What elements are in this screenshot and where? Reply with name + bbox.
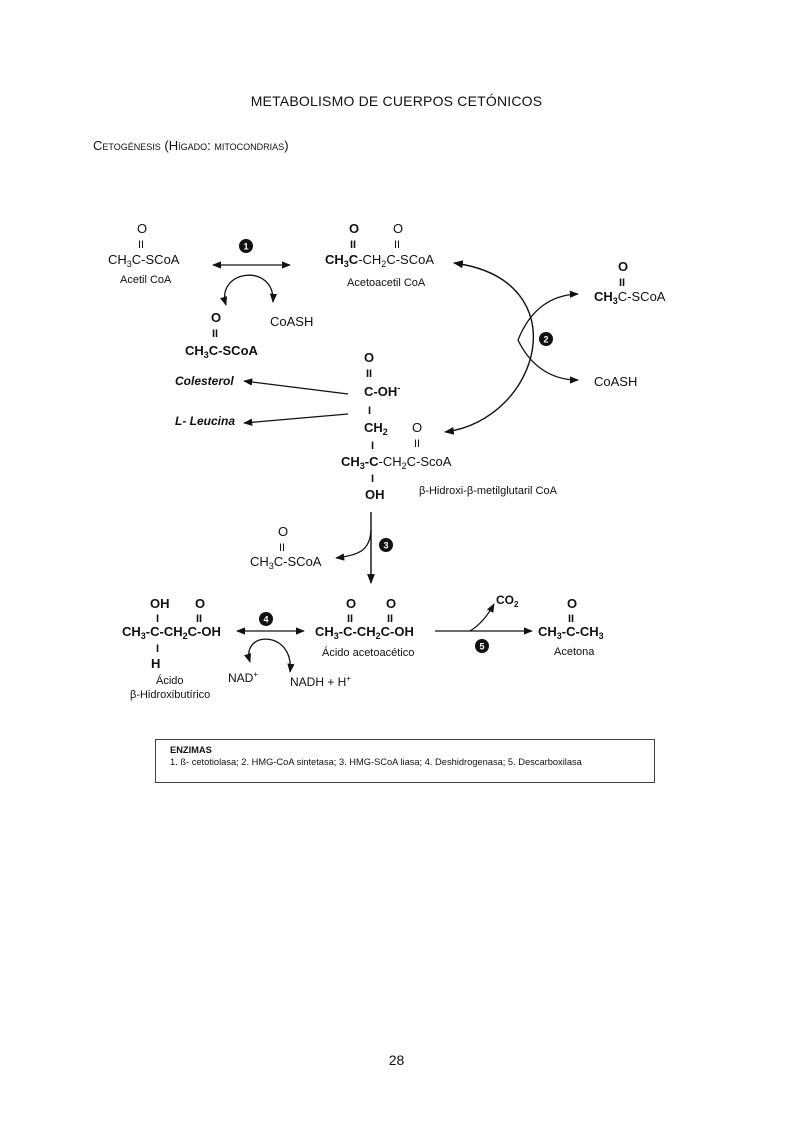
coash-label-step2: CoASH — [594, 374, 637, 389]
enzymes-legend-box: ENZIMAS 1. ß- cetotiolasa; 2. HMG-CoA si… — [155, 739, 655, 783]
svg-text:II: II — [414, 438, 420, 450]
colesterol-label: Colesterol — [175, 374, 234, 388]
acetyl-coa-step3-output: O II CH3C-SCoA — [250, 524, 322, 571]
acetoacetyl-coa-label: Acetoacetil CoA — [347, 277, 426, 289]
acetone-label: Acetona — [554, 646, 595, 658]
svg-text:1: 1 — [243, 242, 248, 252]
coash-label-step1: CoASH — [270, 314, 313, 329]
side-arrow-step3 — [335, 529, 372, 561]
big-curved-arrow-step2 — [444, 260, 535, 435]
svg-text:CH3C-SCoA: CH3C-SCoA — [250, 554, 322, 571]
step-5-badge: 5 — [475, 639, 489, 653]
svg-text:O: O — [349, 221, 359, 236]
svg-text:CH2: CH2 — [364, 420, 388, 437]
svg-text:O: O — [346, 596, 356, 611]
svg-text:O: O — [618, 259, 628, 274]
svg-text:I: I — [368, 405, 371, 417]
enzymes-header: ENZIMAS — [170, 745, 212, 755]
acetoacetic-acid-label: Ácido acetoacético — [322, 646, 414, 659]
acetyl-coa-input: O II CH3C-SCoA — [185, 310, 259, 360]
section-heading: Cetogénesis (Hígado: mitocondrias) — [93, 138, 289, 153]
nad-label: NAD+ — [228, 670, 258, 685]
svg-text:I: I — [156, 613, 159, 625]
svg-text:O: O — [393, 221, 403, 236]
acetoacetyl-coa-molecule: O II O II CH3C-CH2C-SCoA Acetoacetil CoA — [325, 221, 434, 289]
step-3-badge: 3 — [379, 538, 393, 552]
step-4-badge: 4 — [259, 612, 273, 626]
nadh-label: NADH + H+ — [290, 674, 351, 689]
svg-text:CH3-C-CH2C-ScoA: CH3-C-CH2C-ScoA — [341, 454, 452, 471]
svg-text:II: II — [196, 613, 202, 625]
svg-text:2: 2 — [543, 335, 548, 345]
leucina-label: L- Leucina — [175, 414, 235, 428]
svg-text:CH3C-SCoA: CH3C-SCoA — [594, 289, 666, 306]
svg-text:CH3C-SCoA: CH3C-SCoA — [185, 343, 259, 360]
svg-text:II: II — [394, 239, 400, 251]
svg-text:I: I — [371, 440, 374, 452]
svg-text:I: I — [371, 473, 374, 485]
svg-text:II: II — [366, 368, 372, 380]
svg-text:O: O — [278, 524, 288, 539]
svg-text:5: 5 — [479, 642, 484, 652]
svg-text:CH3C-CH2C-SCoA: CH3C-CH2C-SCoA — [325, 252, 434, 269]
hmg-coa-label: β-Hidroxi-β-metilglutaril CoA — [419, 485, 558, 497]
acetone-molecule: O II CH3-C-CH3 — [538, 596, 604, 641]
co2-label: CO2 — [496, 593, 519, 609]
svg-text:4: 4 — [263, 615, 268, 625]
svg-text:CH3C-SCoA: CH3C-SCoA — [108, 252, 180, 269]
svg-text:O: O — [364, 350, 374, 365]
hydroxybutyric-label-2: β-Hidroxibutírico — [130, 689, 210, 701]
svg-text:CH3-C-CH3: CH3-C-CH3 — [538, 624, 604, 641]
svg-text:H: H — [151, 656, 160, 671]
side-curved-arrow-step1 — [220, 274, 278, 306]
svg-text:C-OH-: C-OH- — [364, 383, 400, 399]
svg-text:II: II — [279, 542, 285, 554]
svg-text:O: O — [386, 596, 396, 611]
enzymes-list: 1. ß- cetotiolasa; 2. HMG-CoA sintetasa;… — [170, 757, 582, 767]
arrow-to-colesterol — [243, 378, 349, 395]
svg-text:II: II — [350, 239, 356, 251]
svg-text:II: II — [347, 613, 353, 625]
svg-text:OH: OH — [365, 487, 385, 502]
svg-text:O: O — [137, 221, 147, 236]
arrow-to-leucina — [243, 413, 349, 426]
svg-text:3: 3 — [383, 541, 388, 551]
step-2-badge: 2 — [539, 332, 553, 346]
side-curved-arrow-step4 — [244, 638, 295, 673]
svg-text:O: O — [195, 596, 205, 611]
svg-text:I: I — [156, 643, 159, 655]
svg-text:II: II — [212, 328, 218, 340]
svg-text:CH3-C-CH2C-OH: CH3-C-CH2C-OH — [122, 624, 221, 641]
co2-release-arrow — [469, 603, 495, 632]
svg-text:II: II — [568, 613, 574, 625]
page-title: METABOLISMO DE CUERPOS CETÓNICOS — [250, 93, 543, 109]
page-number: 28 — [388, 1052, 405, 1068]
svg-text:II: II — [387, 613, 393, 625]
hydroxybutyric-acid-molecule: OH I O II CH3-C-CH2C-OH I H — [122, 596, 221, 671]
svg-text:O: O — [567, 596, 577, 611]
svg-text:CH3-C-CH2C-OH: CH3-C-CH2C-OH — [315, 624, 414, 641]
svg-text:OH: OH — [150, 596, 170, 611]
acetoacetic-acid-molecule: O II O II CH3-C-CH2C-OH — [315, 596, 414, 641]
hydroxybutyric-label-1: Ácido — [156, 674, 184, 687]
branch-arrow-to-coash — [517, 339, 579, 384]
step-1-badge: 1 — [239, 239, 253, 253]
svg-text:II: II — [138, 239, 144, 251]
branch-arrow-to-acetyl-coa — [517, 290, 579, 341]
acetyl-coa-molecule: O II CH3C-SCoA Acetil CoA — [108, 221, 180, 286]
svg-text:O: O — [412, 420, 422, 435]
svg-text:O: O — [211, 310, 221, 325]
svg-text:II: II — [619, 277, 625, 289]
hmg-coa-molecule: O II C-OH- I CH2 I O II CH3-C-CH2C-ScoA … — [341, 350, 452, 502]
acetyl-coa-right: O II CH3C-SCoA — [594, 259, 666, 306]
acetyl-coa-label: Acetil CoA — [120, 274, 172, 286]
